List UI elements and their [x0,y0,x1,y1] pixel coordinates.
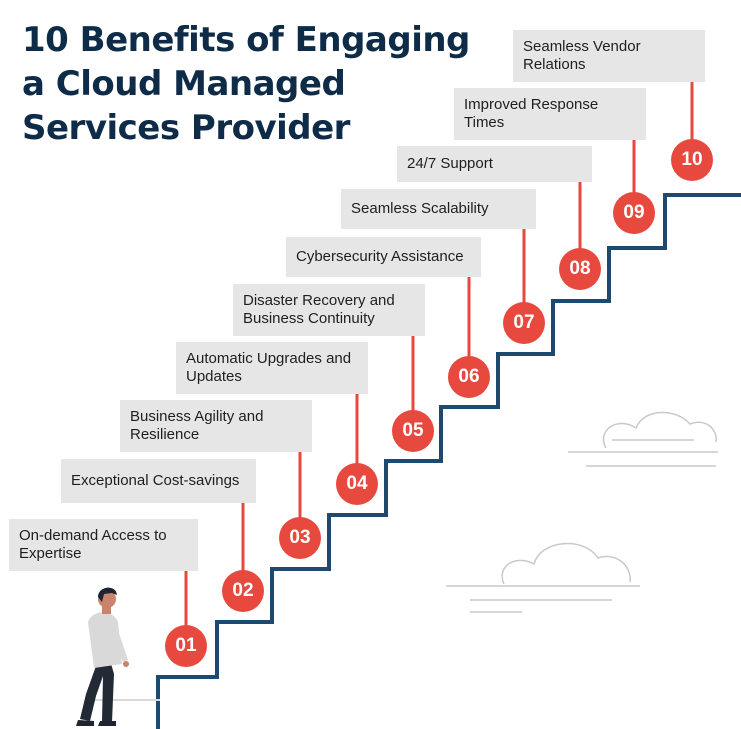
benefit-box-07: Seamless Scalability [341,189,536,229]
benefit-label: Business Agility and Resilience [130,408,264,443]
benefit-label: Exceptional Cost-savings [71,472,240,489]
benefit-box-02: Exceptional Cost-savings [61,459,256,503]
step-number-badge-06: 06 [448,356,490,398]
benefit-box-06: Cybersecurity Assistance [286,237,481,277]
benefit-box-03: Business Agility and Resilience [120,400,312,452]
step-number-badge-07: 07 [503,302,545,344]
benefit-box-09: Improved Response Times [454,88,646,140]
step-number-badge-05: 05 [392,410,434,452]
title-line-1: 10 Benefits of Engaging [22,20,470,60]
step-number-badge-02: 02 [222,570,264,612]
benefit-label: Automatic Upgrades and Updates [186,350,352,385]
cloud-upper [568,411,718,467]
step-number-badge-09: 09 [613,192,655,234]
step-number-badge-10: 10 [671,139,713,181]
benefit-label: 24/7 Support [407,155,493,172]
benefit-box-08: 24/7 Support [397,146,592,182]
step-number-badge-03: 03 [279,517,321,559]
benefit-label: Disaster Recovery and Business Continuit… [243,292,395,327]
benefit-label: Seamless Vendor Relations [523,38,641,73]
staircase [156,193,741,729]
title-line-3: Services Provider [22,108,350,148]
benefit-label: Cybersecurity Assistance [296,248,464,265]
person-climbing [76,587,160,726]
step-number-badge-08: 08 [559,248,601,290]
benefit-box-01: On-demand Access to Expertise [9,519,198,571]
benefit-box-10: Seamless Vendor Relations [513,30,705,82]
step-number-badge-01: 01 [165,625,207,667]
benefit-label: Seamless Scalability [351,200,489,217]
benefit-label: Improved Response Times [464,96,599,131]
benefit-box-04: Automatic Upgrades and Updates [176,342,368,394]
benefit-label: On-demand Access to Expertise [19,527,167,562]
step-number-badge-04: 04 [336,463,378,505]
benefit-box-05: Disaster Recovery and Business Continuit… [233,284,425,336]
cloud-lower [446,542,640,613]
title-line-2: a Cloud Managed [22,64,346,104]
